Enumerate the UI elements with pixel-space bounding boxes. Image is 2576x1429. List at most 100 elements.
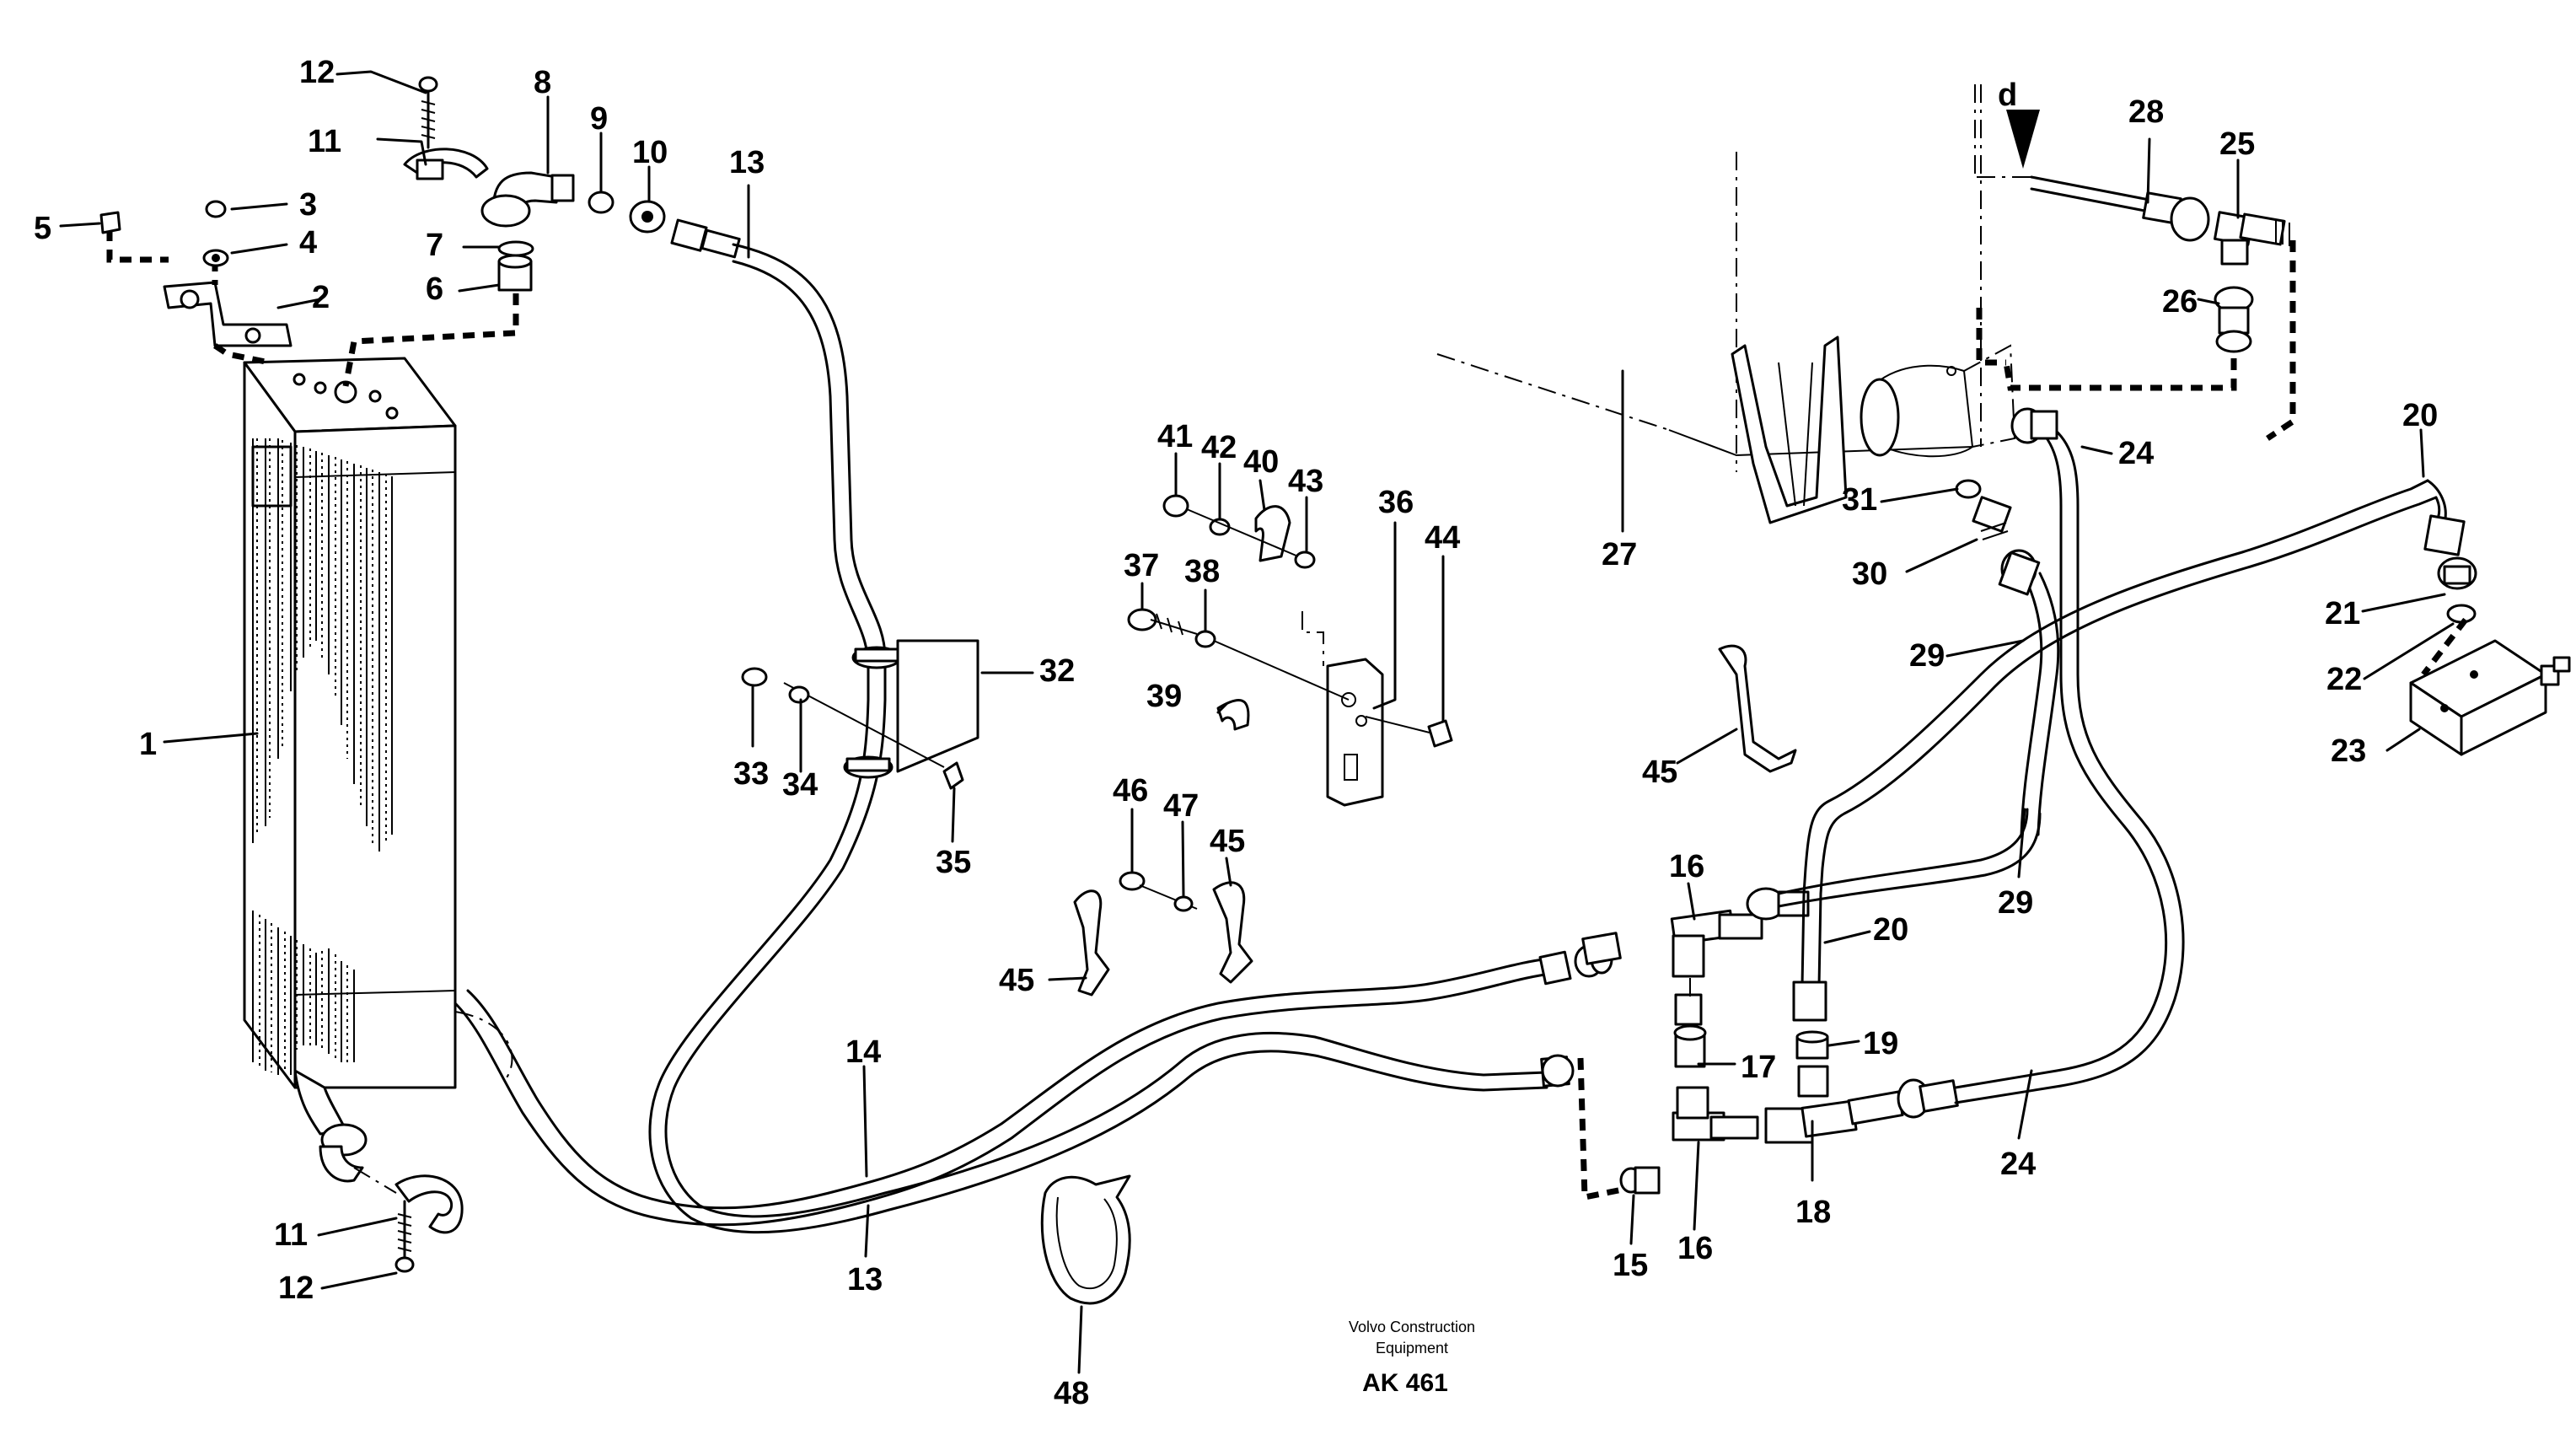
hose-14 [453, 957, 1553, 1227]
clip-39 [1216, 699, 1250, 731]
callout-31: 31 [1842, 482, 1877, 518]
washer-31 [1955, 479, 1982, 499]
fitting-coupling [1581, 932, 1622, 965]
callout-15: 15 [1613, 1248, 1648, 1283]
callout-33: 33 [733, 756, 769, 792]
nipple-17 [1673, 993, 1707, 1068]
radiator-fins-bottom [252, 911, 355, 1075]
callout-9: 9 [590, 101, 608, 137]
callout-45-right: 45 [1642, 755, 1677, 790]
callout-4: 4 [299, 225, 317, 261]
callout-29-bottom: 29 [1998, 885, 2033, 921]
callout-22: 22 [2326, 662, 2362, 697]
lower-elbow [293, 1069, 368, 1183]
tee-18 [1764, 1090, 1904, 1144]
tee-25 [2214, 211, 2290, 266]
callout-27: 27 [1602, 537, 1637, 572]
adapter-6 [497, 254, 533, 292]
view-marker-arrow: d [1998, 78, 2040, 169]
callout-21: 21 [2325, 596, 2360, 631]
callout-labels: 1 2 3 4 5 6 7 8 9 10 11 12 11 12 13 13 1… [34, 55, 2438, 1411]
callout-38: 38 [1184, 554, 1220, 589]
callout-47: 47 [1163, 788, 1199, 824]
callout-3: 3 [299, 187, 317, 223]
callout-12-bottom: 12 [278, 1271, 314, 1306]
fitting-20-upper [2423, 514, 2466, 556]
pump-cylinder [1860, 364, 1974, 458]
hose-29 [1998, 549, 2060, 836]
callout-34: 34 [782, 767, 818, 803]
strap-clamp-48 [1040, 1174, 1131, 1305]
nut-41 [1162, 494, 1189, 518]
nut-44 [1427, 719, 1453, 748]
plug-15 [1619, 1166, 1661, 1195]
callout-23: 23 [2331, 733, 2366, 769]
pump-bracket [1731, 336, 1848, 524]
callout-5: 5 [34, 211, 51, 246]
callout-36: 36 [1378, 485, 1414, 520]
washer-4 [202, 249, 229, 267]
washer-43 [1294, 551, 1316, 569]
fitting-24-lower [1897, 1078, 1959, 1119]
bolt-37 [1127, 608, 1198, 636]
adapter-30 [1972, 496, 2012, 540]
nut-35 [942, 761, 964, 790]
washer-47 [1173, 895, 1194, 912]
callout-45-left: 45 [999, 963, 1034, 998]
fitting-13-end [1540, 1054, 1575, 1088]
callout-18: 18 [1795, 1195, 1831, 1230]
callout-28: 28 [2128, 94, 2164, 130]
nut-3 [205, 200, 227, 218]
washer-7 [497, 240, 534, 257]
callout-44: 44 [1425, 520, 1460, 556]
callout-30: 30 [1852, 556, 1887, 592]
fitting-26 [2214, 286, 2254, 353]
adapter-21 [2437, 556, 2477, 590]
company-line-2: Equipment [1376, 1340, 1448, 1356]
tee-lower-16 [1672, 1086, 1759, 1142]
callout-37: 37 [1124, 548, 1159, 583]
clamp-upper [403, 148, 489, 180]
hose-24 [1954, 407, 2185, 1104]
hose-28 [2030, 175, 2210, 242]
washer-22 [2446, 604, 2477, 624]
elbow-fitting [480, 171, 575, 228]
washer-38 [1194, 630, 1216, 648]
fitting-13-top [670, 218, 741, 259]
nut-19 [1795, 1030, 1829, 1098]
oil-cooler-radiator [243, 357, 513, 1089]
clip-45-right [1718, 644, 1797, 773]
hose-13 [648, 243, 1548, 1234]
callout-35: 35 [936, 845, 971, 880]
footer-credit: Volvo Construction Equipment AK 461 [1349, 1319, 1475, 1397]
callout-7: 7 [426, 228, 443, 263]
bolt-lower [394, 1200, 415, 1273]
nut-9 [588, 191, 614, 214]
callout-11-top: 11 [308, 124, 341, 159]
callout-19: 19 [1863, 1026, 1898, 1061]
radiator-fins-top [252, 438, 393, 851]
callout-25: 25 [2219, 126, 2255, 162]
bolt-46 [1119, 871, 1198, 910]
callout-48: 48 [1054, 1376, 1089, 1411]
callout-6: 6 [426, 271, 443, 307]
callout-13-bottom: 13 [847, 1262, 883, 1297]
mounting-bracket [163, 281, 292, 347]
callout-43: 43 [1288, 464, 1323, 499]
clip-45-mid [1212, 881, 1253, 984]
washer-34 [788, 685, 810, 704]
leader-lines [59, 70, 2455, 1374]
callout-12-top: 12 [299, 55, 335, 90]
callout-45-mid: 45 [1210, 824, 1245, 859]
pressure-switch [2409, 639, 2571, 756]
callout-14: 14 [845, 1034, 881, 1070]
callout-10: 10 [632, 135, 668, 170]
callout-17: 17 [1741, 1050, 1776, 1085]
callout-29-left: 29 [1909, 638, 1945, 674]
callout-1: 1 [139, 727, 157, 762]
callout-11-bottom: 11 [274, 1217, 308, 1253]
callout-41: 41 [1157, 419, 1193, 454]
callout-46: 46 [1113, 773, 1148, 809]
callout-20-middle: 20 [1873, 912, 1908, 948]
